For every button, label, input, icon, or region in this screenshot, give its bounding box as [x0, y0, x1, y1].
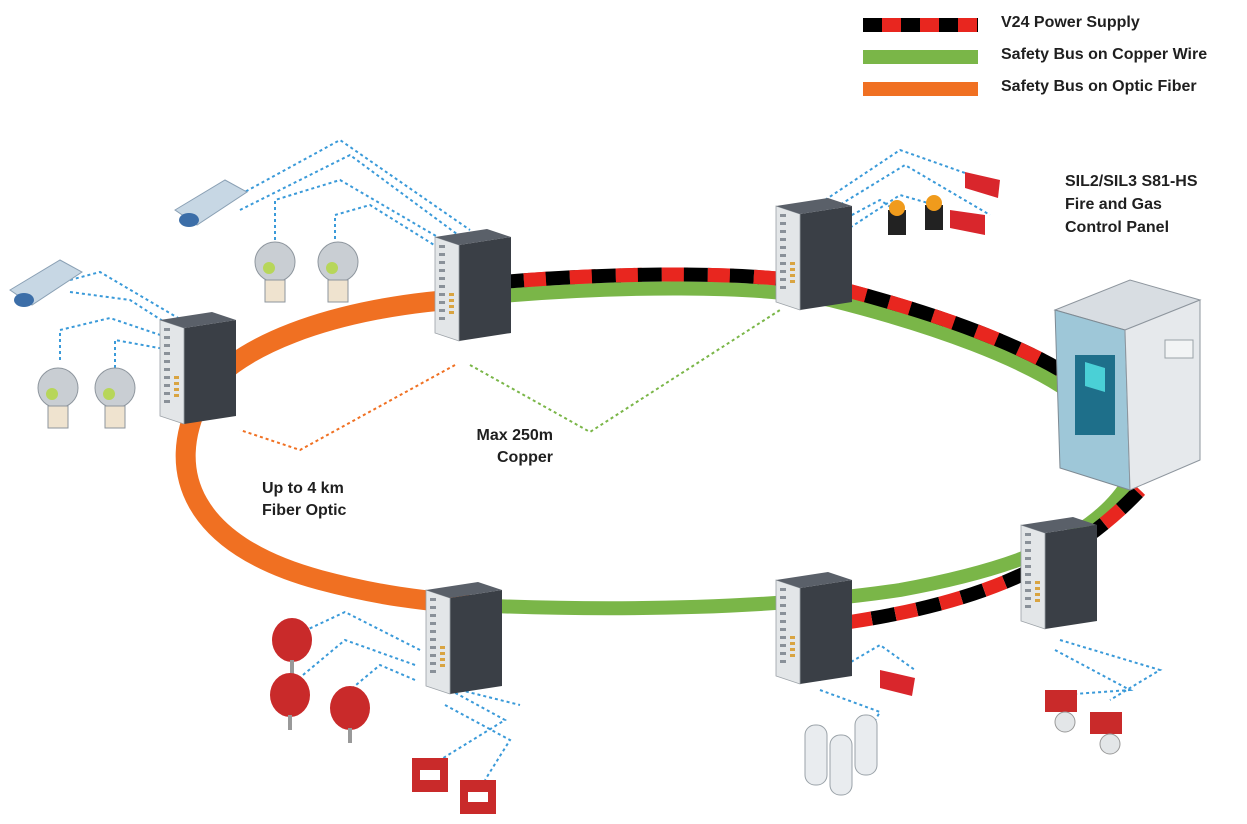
panel-title-line2: Fire and Gas	[1065, 196, 1162, 213]
valve-actuator	[1045, 690, 1122, 755]
copper-label-line2: Copper	[497, 449, 553, 466]
control-panel	[1053, 279, 1202, 491]
copper-swatch	[863, 50, 978, 64]
suppression-cylinders	[804, 714, 878, 796]
control-panel-title: SIL2/SIL3 S81-HS Fire and Gas Control Pa…	[1065, 170, 1198, 239]
power-supply-bottom	[848, 485, 1146, 629]
io-module-5	[775, 571, 853, 685]
fiber-label-line1: Up to 4 km	[262, 480, 344, 497]
legend-label: V24 Power Supply	[1001, 14, 1140, 31]
io-module-2	[434, 228, 512, 342]
io-module-3	[775, 197, 853, 311]
power-swatch	[863, 18, 978, 32]
fiber-optic-bus	[175, 288, 488, 615]
io-module-1	[159, 311, 237, 425]
copper-label-line1: Max 250m	[476, 427, 554, 444]
copper-label: Max 250m Copper	[448, 425, 554, 469]
manual-call-point	[412, 758, 496, 814]
panel-title-line3: Control Panel	[1065, 219, 1170, 236]
fiber-swatch	[863, 82, 978, 96]
camera-top	[174, 179, 248, 227]
panel-title-line1: SIL2/SIL3 S81-HS	[1065, 173, 1198, 190]
fiber-label-line2: Fiber Optic	[262, 502, 347, 519]
fiber-label: Up to 4 km Fiber Optic	[262, 478, 346, 522]
camera-left	[9, 259, 83, 307]
dotted-links	[59, 138, 1163, 781]
legend-item-copper: Safety Bus on Copper Wire	[863, 46, 1243, 70]
legend-label: Safety Bus on Optic Fiber	[1001, 78, 1197, 95]
io-module-6	[1020, 516, 1098, 630]
legend-item-power: V24 Power Supply	[863, 14, 1243, 38]
io-module-4	[425, 581, 503, 695]
flame-detector	[270, 618, 370, 743]
gas-detector	[37, 241, 359, 429]
alarm-horn	[880, 172, 1000, 696]
beacon	[888, 195, 943, 235]
copper-bus-top	[477, 281, 1085, 406]
legend-item-fiber: Safety Bus on Optic Fiber	[863, 78, 1243, 102]
legend-label: Safety Bus on Copper Wire	[1001, 46, 1208, 63]
